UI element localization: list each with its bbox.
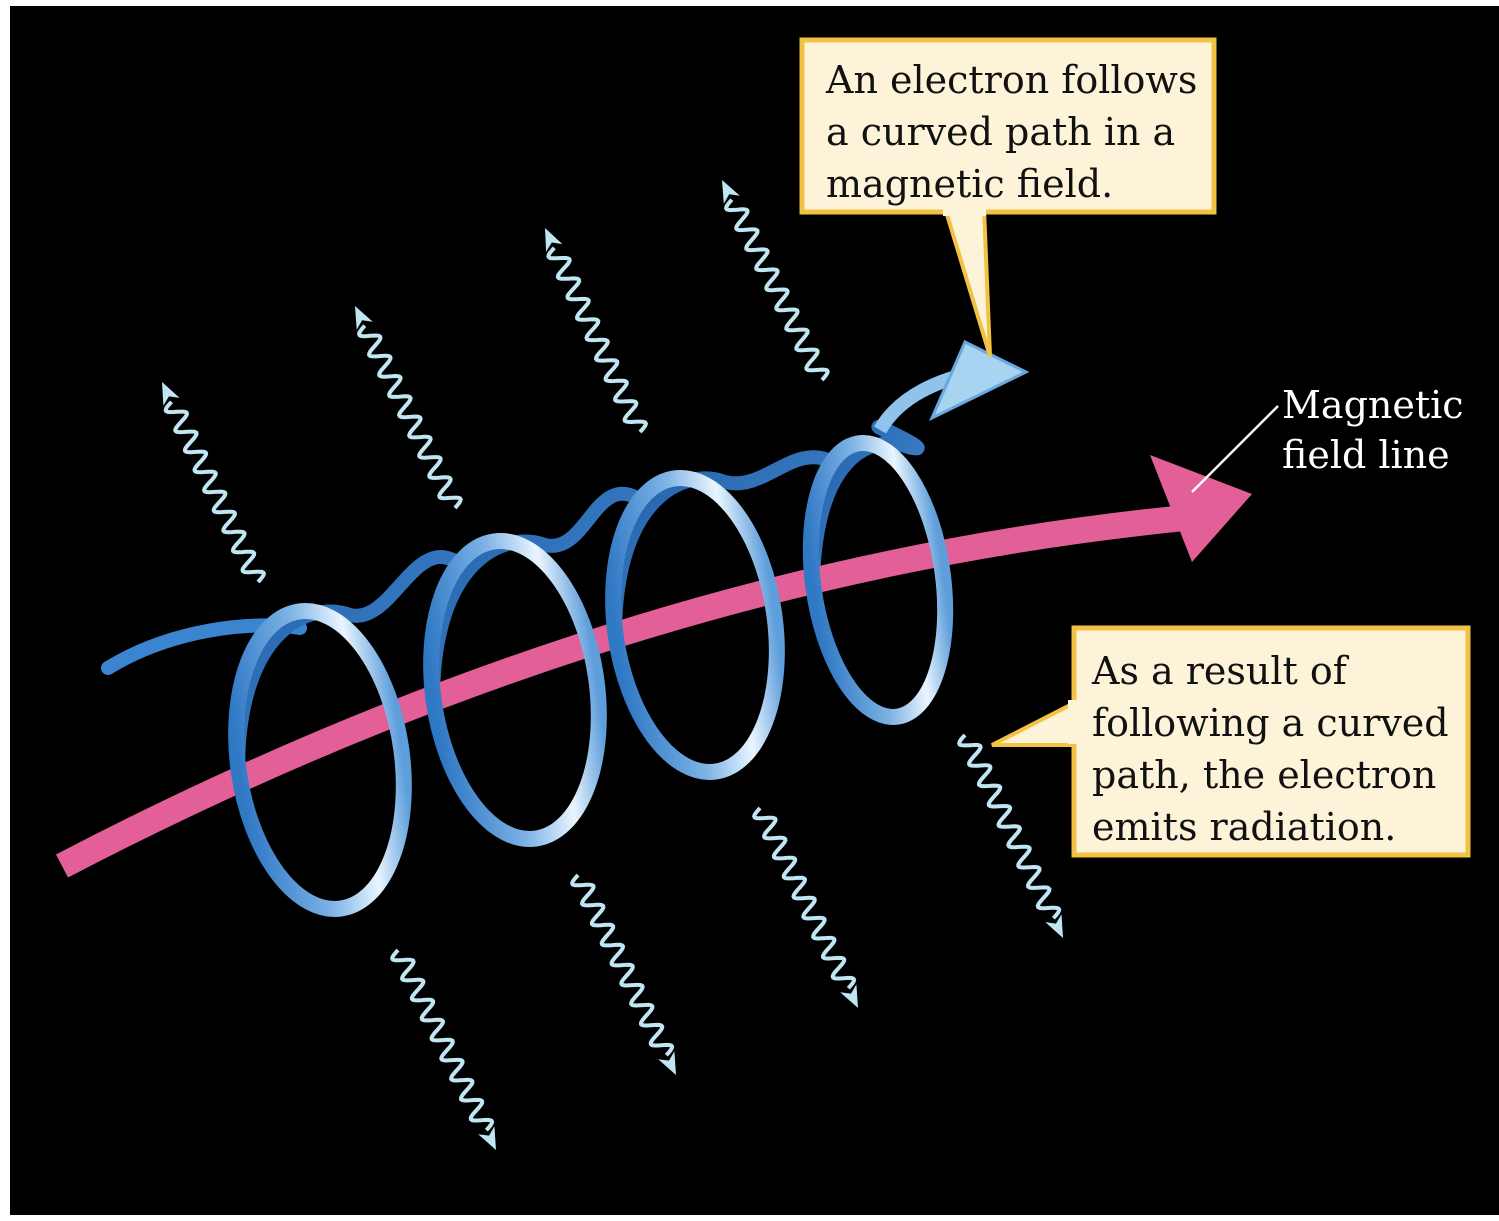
helix-loop: [228, 603, 412, 917]
magnetic-field-line-label: Magnetic field line: [1282, 383, 1464, 477]
electron-arrowhead-icon: [873, 339, 1030, 434]
photon-wavy-arrow-icon: [162, 382, 267, 584]
helix-strand: [426, 487, 642, 707]
photon-wavy-arrow-icon: [957, 733, 1063, 938]
field-arrowhead-icon: [1150, 455, 1252, 562]
photon-wavy-arrow-icon: [752, 806, 858, 1008]
helix-strand: [231, 550, 460, 777]
helix-strand: [608, 450, 840, 642]
helix-loop: [423, 533, 607, 847]
photon-group: [162, 180, 1063, 1150]
callout-radiation-text: As a result of following a curved path, …: [1092, 649, 1449, 849]
callout-radiation: [991, 625, 1471, 858]
photon-wavy-arrow-icon: [545, 228, 649, 434]
helix-loop: [802, 435, 954, 725]
field-label-leader: [1191, 405, 1279, 493]
photon-wavy-arrow-icon: [570, 873, 676, 1075]
callout-electron-path: [799, 37, 1217, 357]
helix-front-strands: [228, 435, 954, 917]
diagram-background: [10, 6, 1499, 1215]
photon-wavy-arrow-icon: [355, 306, 463, 510]
helix-back-strands: [101, 419, 925, 777]
photon-wavy-arrow-icon: [722, 180, 830, 382]
helix-loop: [605, 470, 785, 780]
callout-electron-path-text: An electron follows a curved path in a m…: [826, 58, 1198, 206]
photon-wavy-arrow-icon: [390, 948, 496, 1150]
